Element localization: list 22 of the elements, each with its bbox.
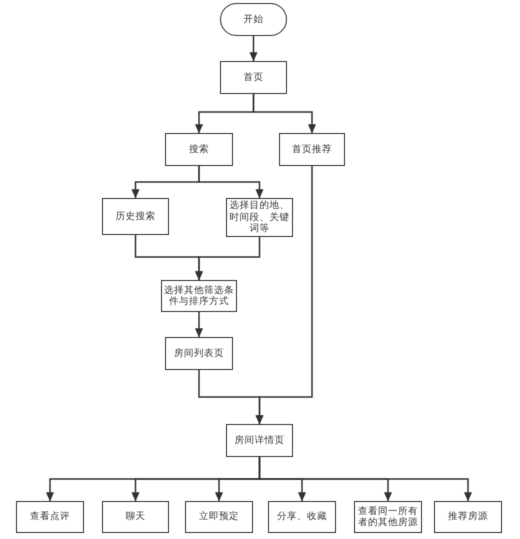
process-box: 查看同一所有者的其他房源 <box>354 501 422 533</box>
process-box: 选择目的地、时间段、关键词等 <box>226 198 293 237</box>
arrow <box>250 36 258 62</box>
process-box: 房间列表页 <box>165 337 233 370</box>
process-box: 首页推荐 <box>279 133 345 166</box>
process-box: 历史搜索 <box>102 198 169 235</box>
terminal-box: 开始 <box>220 3 287 36</box>
process-box: 聊天 <box>102 501 169 533</box>
arrow <box>252 94 316 134</box>
arrow <box>258 457 472 502</box>
arrow <box>256 166 313 424</box>
process-box: 首页 <box>220 61 287 94</box>
arrow <box>195 237 260 280</box>
process-box: 分享、收藏 <box>268 501 336 533</box>
process-box: 立即预定 <box>185 501 253 533</box>
arrow <box>195 312 203 338</box>
process-box: 查看点评 <box>16 501 84 533</box>
process-box: 选择其他筛选条件与排序方式 <box>161 280 237 312</box>
process-box: 搜索 <box>165 133 233 166</box>
arrow <box>198 166 264 198</box>
process-box: 推荐房源 <box>434 501 502 533</box>
process-box: 房间详情页 <box>226 424 293 457</box>
